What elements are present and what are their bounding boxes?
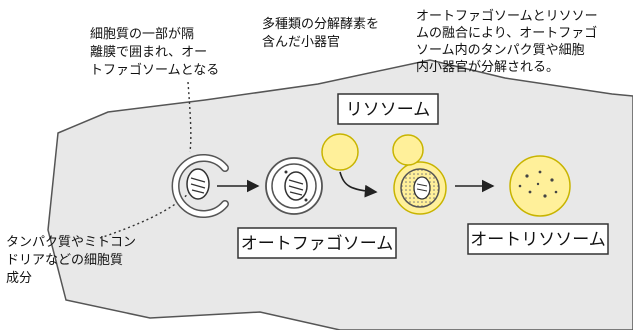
lysosome-label: リソソーム: [346, 100, 431, 120]
autolysosome-label: オートリソソーム: [470, 230, 606, 250]
autolysosome: [509, 155, 571, 217]
annotation-lysosome-enzymes: 多種類の分解酵素を 含んだ小器官: [262, 16, 383, 50]
mitochondria-icon: [284, 170, 308, 202]
autophagosome-label: オートファゴソーム: [241, 233, 394, 254]
lysosome-label-box: [337, 93, 439, 125]
annotation-fusion-degradation: オートファゴソームとリソソー ムの融合により、オートファゴ ソーム内のタンパク質…: [416, 8, 602, 75]
arrow-right-icon: [339, 171, 378, 198]
annotation-isolation-membrane: 細胞質の一部が隔 離膜で囲まれ、オー トファゴソームとなる: [90, 27, 219, 78]
dotted-leader-icon: [99, 191, 191, 239]
cell-body: [47, 59, 633, 330]
lysosome: [321, 133, 359, 171]
annotation-cytoplasmic-components: タンパク質やミトコン ドリアなどの細胞質 成分: [6, 235, 140, 286]
mitochondria-icon: [186, 168, 210, 200]
autophagosome-label-box: [237, 227, 397, 259]
autolysosome-label-box: [467, 223, 609, 255]
mitochondria-icon: [413, 176, 431, 200]
isolation-membrane: [171, 154, 229, 218]
